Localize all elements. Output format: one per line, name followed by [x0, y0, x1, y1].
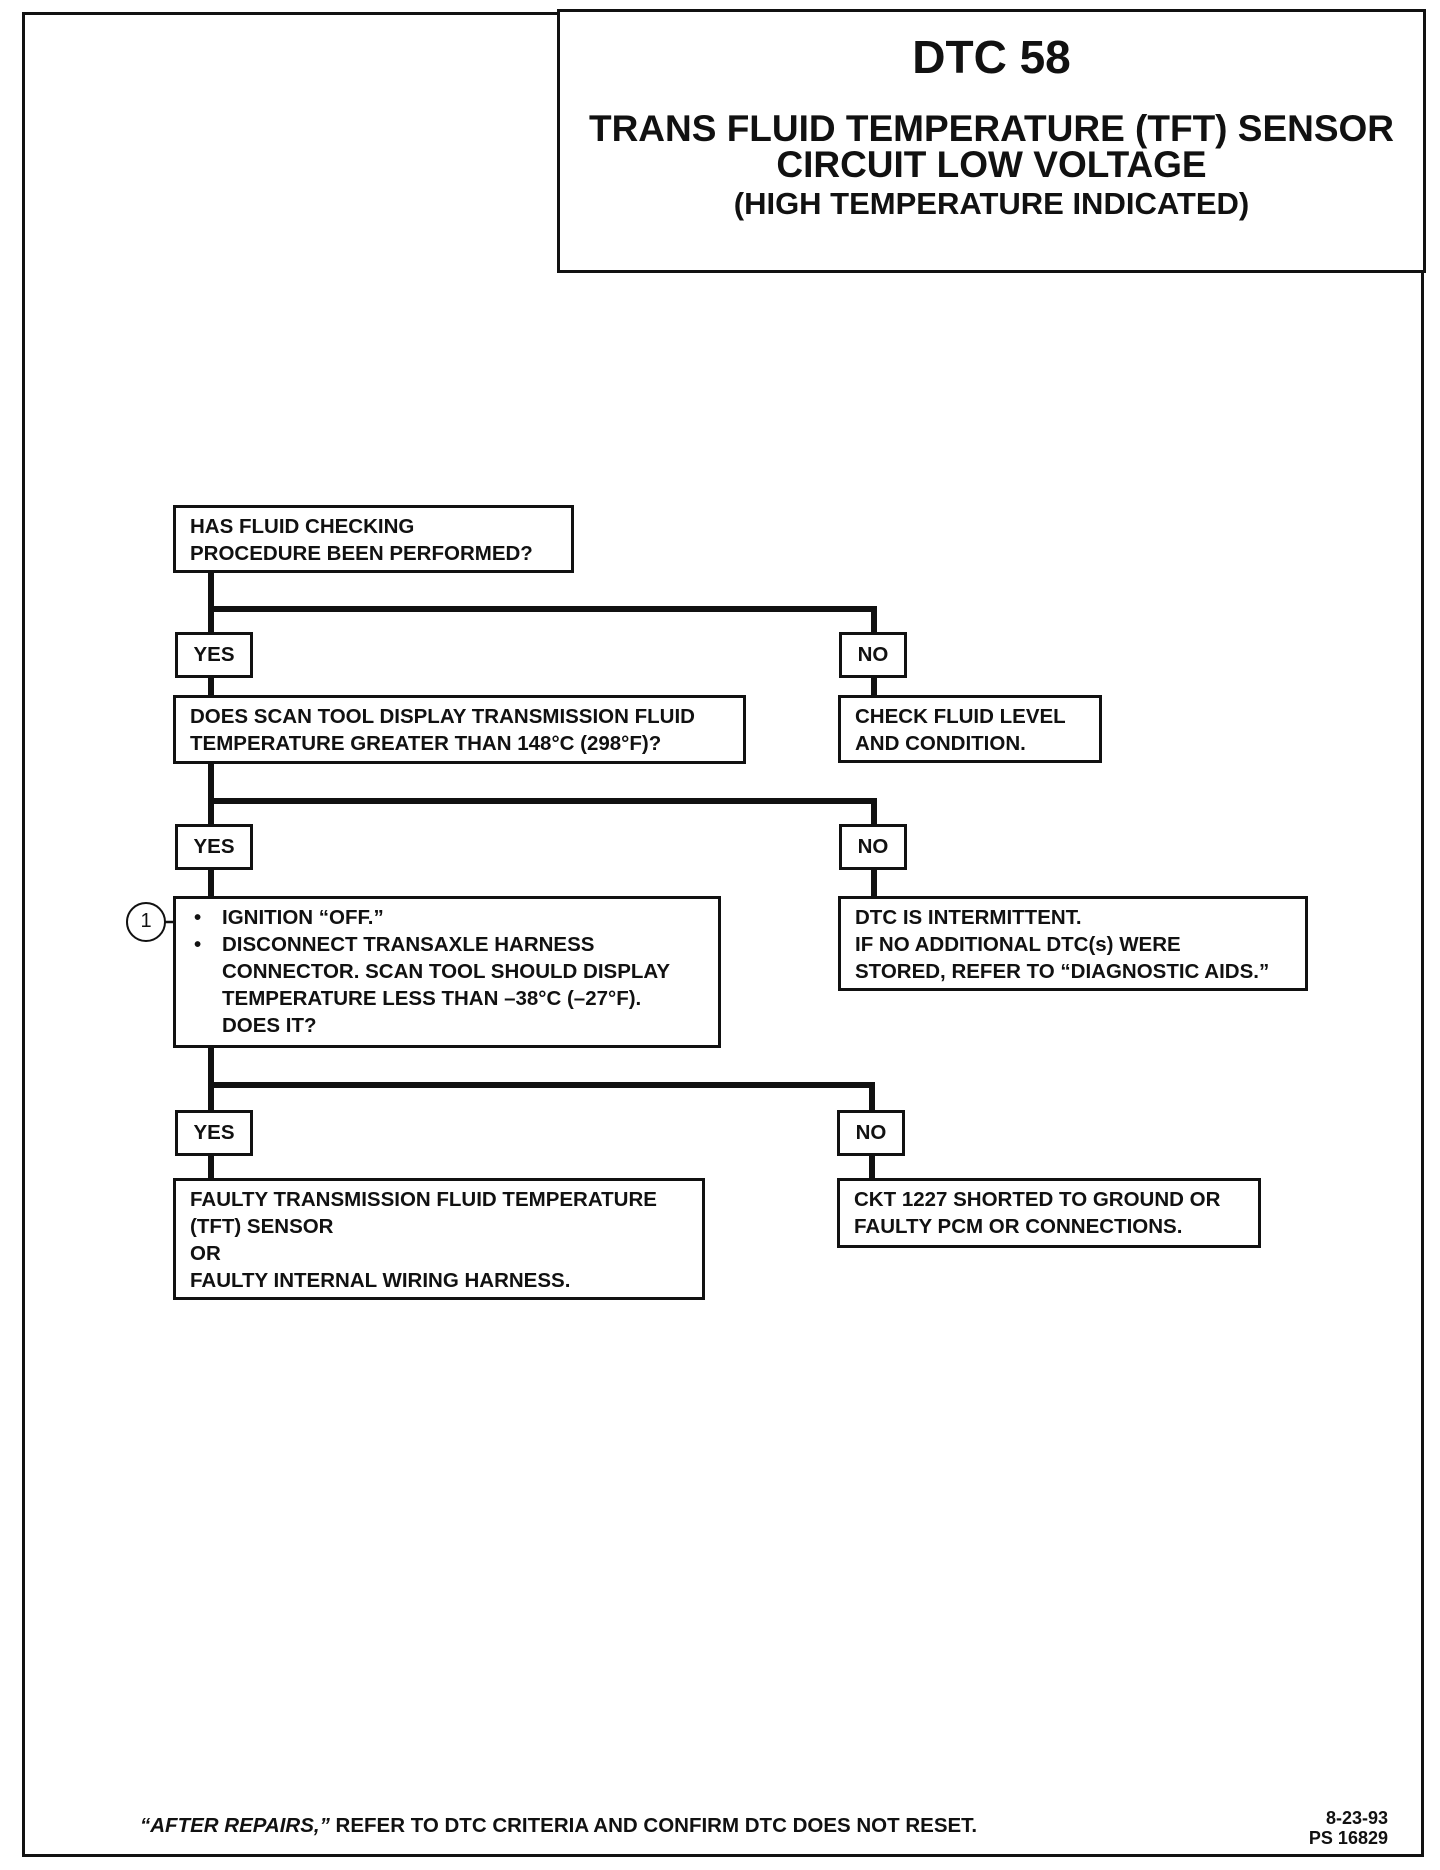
box-line: FAULTY TRANSMISSION FLUID TEMPERATURE: [190, 1188, 657, 1211]
yes-label: YES: [175, 632, 253, 678]
title-line-1: TRANS FLUID TEMPERATURE (TFT) SENSOR: [588, 108, 1395, 149]
box-line: CONNECTOR. SCAN TOOL SHOULD DISPLAY: [222, 960, 671, 983]
stamp-ps-number: PS 16829: [1308, 1828, 1388, 1848]
step-marker: 1: [126, 902, 166, 942]
box-line: DOES SCAN TOOL DISPLAY TRANSMISSION FLUI…: [190, 705, 695, 728]
box-line: DTC IS INTERMITTENT.: [855, 906, 1082, 929]
result-ckt-shorted: CKT 1227 SHORTED TO GROUND OR FAULTY PCM…: [837, 1178, 1261, 1248]
box-line: CHECK FLUID LEVEL: [855, 705, 1066, 728]
yes-text: YES: [193, 835, 235, 858]
box-line: TEMPERATURE GREATER THAN 148°C (298°F)?: [190, 732, 662, 755]
box-line: IF NO ADDITIONAL DTC(s) WERE: [855, 933, 1181, 956]
no-label: NO: [837, 1110, 905, 1156]
no-text: NO: [857, 835, 889, 858]
question-disconnect-harness: • IGNITION “OFF.” • DISCONNECT TRANSAXLE H…: [173, 896, 721, 1048]
result-faulty-sensor: FAULTY TRANSMISSION FLUID TEMPERATURE (T…: [173, 1178, 705, 1300]
title-box: DTC 58 TRANS FLUID TEMPERATURE (TFT) SEN…: [557, 9, 1426, 273]
box-line: FAULTY PCM OR CONNECTIONS.: [854, 1215, 1183, 1238]
no-text: NO: [857, 643, 889, 666]
bullet-icon: •: [194, 933, 202, 956]
question-scan-temp: DOES SCAN TOOL DISPLAY TRANSMISSION FLUI…: [173, 695, 746, 764]
bullet-item: • IGNITION “OFF.”: [190, 904, 704, 931]
yes-text: YES: [193, 1121, 235, 1144]
box-line: HAS FLUID CHECKING: [190, 515, 415, 538]
stamp-date: 8-23-93: [1325, 1808, 1388, 1828]
bullet-text: IGNITION “OFF.”: [222, 906, 384, 929]
box-line: CKT 1227 SHORTED TO GROUND OR: [854, 1188, 1221, 1211]
document-stamp: 8-23-93 PS 16829: [1309, 1808, 1388, 1848]
box-line: DOES IT?: [222, 1014, 317, 1037]
result-check-fluid: CHECK FLUID LEVEL AND CONDITION.: [838, 695, 1102, 763]
dtc-code: DTC 58: [912, 31, 1071, 83]
bullet-icon: •: [194, 906, 202, 929]
yes-text: YES: [193, 643, 235, 666]
result-intermittent: DTC IS INTERMITTENT. IF NO ADDITIONAL DT…: [838, 896, 1308, 991]
box-line: TEMPERATURE LESS THAN –38°C (–27°F).: [222, 987, 642, 1010]
box-line: STORED, REFER TO “DIAGNOSTIC AIDS.”: [855, 960, 1270, 983]
after-repairs-text: REFER TO DTC CRITERIA AND CONFIRM DTC DO…: [329, 1814, 978, 1837]
bullet-text: DISCONNECT TRANSAXLE HARNESS: [222, 933, 595, 956]
no-label: NO: [839, 632, 907, 678]
box-line: FAULTY INTERNAL WIRING HARNESS.: [190, 1269, 571, 1292]
box-line: PROCEDURE BEEN PERFORMED?: [190, 542, 533, 565]
title-line-2: CIRCUIT LOW VOLTAGE: [776, 144, 1207, 185]
box-line: (TFT) SENSOR: [190, 1215, 334, 1238]
bullet-item: • DISCONNECT TRANSAXLE HARNESS: [190, 931, 704, 958]
no-text: NO: [855, 1121, 887, 1144]
title-line-3: (HIGH TEMPERATURE INDICATED): [733, 186, 1250, 221]
box-line: AND CONDITION.: [855, 732, 1026, 755]
after-repairs-note: “AFTER REPAIRS,” REFER TO DTC CRITERIA A…: [140, 1814, 977, 1838]
after-repairs-emphasis: “AFTER REPAIRS,”: [140, 1814, 330, 1837]
no-label: NO: [839, 824, 907, 870]
box-line: OR: [190, 1242, 221, 1265]
yes-label: YES: [175, 1110, 253, 1156]
yes-label: YES: [175, 824, 253, 870]
question-fluid-check: HAS FLUID CHECKING PROCEDURE BEEN PERFOR…: [173, 505, 574, 573]
